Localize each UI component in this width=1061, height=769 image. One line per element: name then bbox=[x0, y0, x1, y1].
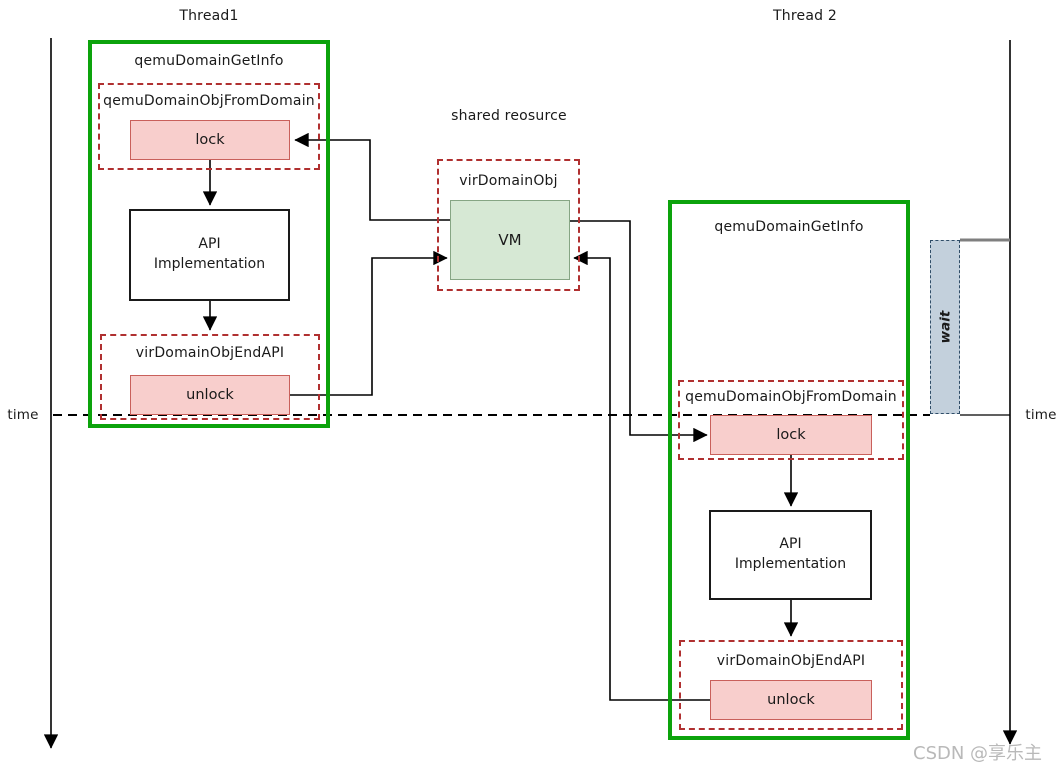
thread1-frame bbox=[88, 40, 330, 428]
thread1-unlock-label: unlock bbox=[186, 387, 234, 403]
thread2-objfromdomain-group bbox=[678, 380, 904, 460]
wait-bar: wait bbox=[930, 240, 960, 414]
thread1-api-line2: Implementation bbox=[153, 256, 266, 272]
thread1-endapi-group bbox=[100, 334, 320, 420]
thread2-unlock-box: unlock bbox=[710, 680, 872, 720]
connector-thread2-unlock-to-vm bbox=[573, 250, 710, 701]
virdomainobj-group bbox=[437, 159, 580, 291]
connector-thread1-unlock-to-vm bbox=[290, 250, 448, 396]
thread2-lock-label: lock bbox=[776, 427, 806, 443]
vm-box: VM bbox=[450, 200, 570, 280]
wait-label: wait bbox=[937, 310, 954, 344]
thread2-endapi-group bbox=[679, 640, 903, 730]
thread2-objfromdomain-label: qemuDomainObjFromDomain bbox=[685, 389, 897, 405]
thread2-endapi-label: virDomainObjEndAPI bbox=[716, 653, 866, 669]
thread2-api-implementation-box: API Implementation bbox=[709, 510, 872, 600]
thread1-lock-box: lock bbox=[130, 120, 290, 160]
connector-vm-to-thread1-lock bbox=[294, 132, 450, 221]
time-label-left: time bbox=[7, 407, 39, 423]
thread1-function-name: qemuDomainGetInfo bbox=[134, 53, 284, 69]
time-label-right: time bbox=[1025, 407, 1057, 423]
shared-resource-caption: shared reosurce bbox=[451, 108, 567, 124]
thread1-unlock-box: unlock bbox=[130, 375, 290, 415]
thread2-title: Thread 2 bbox=[773, 8, 837, 24]
watermark: CSDN @享乐主 bbox=[913, 743, 1043, 764]
vm-label: VM bbox=[498, 231, 522, 249]
thread2-frame bbox=[668, 200, 910, 740]
thread2-api-line2: Implementation bbox=[734, 556, 847, 572]
thread1-api-line1: API bbox=[198, 236, 221, 253]
virdomainobj-label: virDomainObj bbox=[459, 173, 558, 189]
thread2-unlock-label: unlock bbox=[767, 692, 815, 708]
thread1-lock-label: lock bbox=[195, 132, 225, 148]
thread2-function-name: qemuDomainGetInfo bbox=[714, 219, 864, 235]
thread1-objfromdomain-label: qemuDomainObjFromDomain bbox=[103, 93, 315, 109]
thread1-endapi-label: virDomainObjEndAPI bbox=[135, 345, 285, 361]
thread1-objfromdomain-group bbox=[98, 83, 320, 170]
thread1-api-implementation-box: API Implementation bbox=[129, 209, 290, 301]
thread2-lock-box: lock bbox=[710, 415, 872, 455]
thread2-api-line1: API bbox=[779, 536, 802, 553]
thread1-title: Thread1 bbox=[179, 8, 239, 24]
